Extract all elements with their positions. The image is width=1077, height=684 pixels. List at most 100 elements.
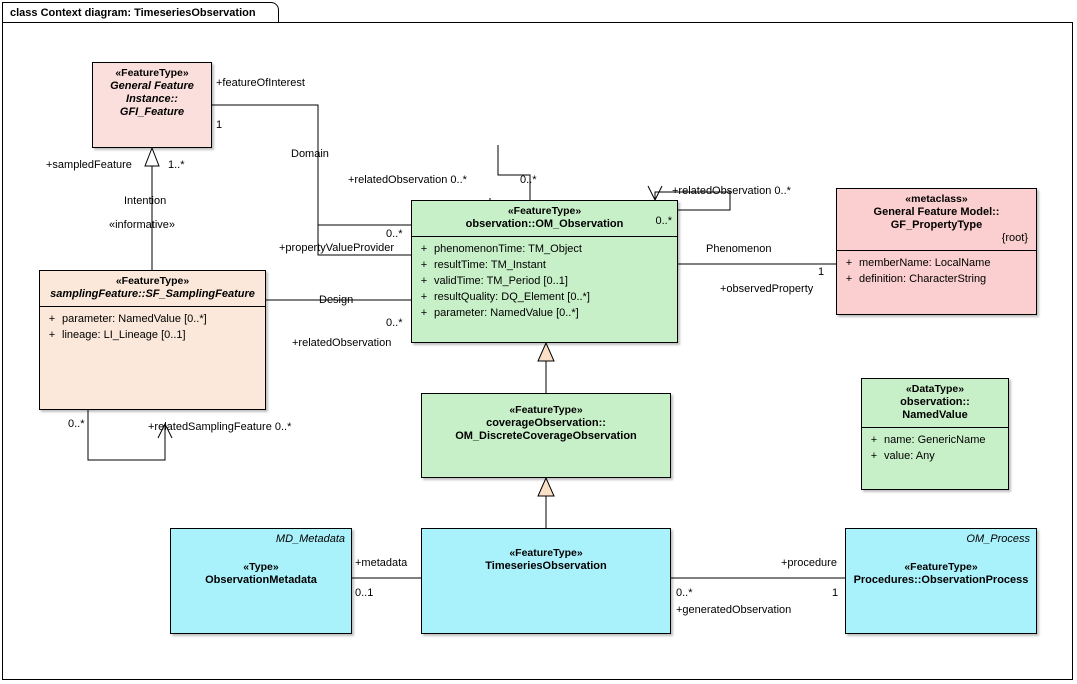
attribute-text: phenomenonTime: TM_Object bbox=[434, 243, 582, 255]
class-observationprocess-header: «FeatureType» Procedures::ObservationPro… bbox=[846, 545, 1036, 592]
attribute-visibility: + bbox=[870, 434, 878, 446]
attribute-row: + memberName: LocalName bbox=[839, 255, 1034, 271]
class-namedvalue[interactable]: «DataType» observation:: NamedValue + na… bbox=[861, 378, 1009, 490]
label-related-sampling-feature: +relatedSamplingFeature 0..* bbox=[148, 421, 292, 433]
class-namedvalue-stereotype: «DataType» bbox=[905, 383, 965, 395]
attribute-text: definition: CharacterString bbox=[859, 273, 987, 285]
class-namedvalue-attributes: + name: GenericName + value: Any bbox=[862, 428, 1008, 468]
class-gfi-feature-name-line1: General Feature bbox=[110, 80, 194, 92]
attribute-row: + resultTime: TM_Instant bbox=[414, 257, 675, 273]
attribute-visibility: + bbox=[845, 257, 853, 269]
class-observationmetadata[interactable]: MD_Metadata «Type» ObservationMetadata bbox=[170, 528, 352, 634]
label-metadata: +metadata bbox=[355, 557, 408, 569]
attribute-text: parameter: NamedValue [0..*] bbox=[434, 307, 579, 319]
class-gf-propertytype-name-line2: GF_PropertyType bbox=[890, 219, 983, 231]
label-related-observation-right: +relatedObservation 0..* bbox=[672, 185, 791, 197]
attribute-text: resultTime: TM_Instant bbox=[434, 259, 546, 271]
label-phenomenon-multiplicity: 1 bbox=[818, 266, 825, 278]
class-om-discretecoverageobservation-name-line1: coverageObservation:: bbox=[486, 417, 606, 429]
label-related-observation-top: +relatedObservation 0..* bbox=[348, 174, 467, 186]
diagram-frame-tab: class Context diagram: TimeseriesObserva… bbox=[2, 2, 279, 23]
label-featureofinterest-multiplicity: 1 bbox=[216, 119, 223, 131]
attribute-row: + definition: CharacterString bbox=[839, 271, 1034, 287]
attribute-row: + resultQuality: DQ_Element [0..*] bbox=[414, 289, 675, 305]
attribute-row: + validTime: TM_Period [0..1] bbox=[414, 273, 675, 289]
class-timeseriesobservation-header: «FeatureType» TimeseriesObservation bbox=[422, 529, 670, 578]
label-sampledfeature-multiplicity: 1..* bbox=[168, 159, 185, 171]
class-sf-samplingfeature-divider bbox=[40, 306, 265, 307]
class-gf-propertytype-divider bbox=[837, 250, 1036, 251]
label-sampled-feature: +sampledFeature bbox=[46, 159, 132, 171]
class-observationprocess-corner-label: OM_Process bbox=[966, 533, 1030, 545]
class-observationprocess-name: Procedures::ObservationProcess bbox=[853, 574, 1029, 586]
class-gf-propertytype-attributes: + memberName: LocalName + definition: Ch… bbox=[837, 251, 1036, 291]
class-gf-propertytype-root-tag: {root} bbox=[1001, 232, 1028, 244]
class-namedvalue-name-line1: observation:: bbox=[900, 396, 970, 408]
label-property-value-provider: +propertyValueProvider bbox=[279, 242, 395, 254]
attribute-text: parameter: NamedValue [0..*] bbox=[62, 313, 207, 325]
attribute-visibility: + bbox=[870, 450, 878, 462]
class-observationmetadata-stereotype: «Type» bbox=[243, 561, 279, 573]
class-gf-propertytype-header: «metaclass» General Feature Model:: GF_P… bbox=[837, 189, 1036, 250]
class-om-observation[interactable]: «FeatureType» observation::OM_Observatio… bbox=[411, 200, 678, 343]
attribute-text: name: GenericName bbox=[884, 434, 986, 446]
label-related-observation-top-multiplicity: 0..* bbox=[520, 174, 537, 186]
attribute-text: lineage: LI_Lineage [0..1] bbox=[62, 329, 186, 341]
class-gf-propertytype-name-line1: General Feature Model:: bbox=[873, 206, 1000, 218]
label-metadata-multiplicity: 0..1 bbox=[355, 587, 374, 599]
attribute-visibility: + bbox=[420, 259, 428, 271]
class-timeseriesobservation-name: TimeseriesObservation bbox=[485, 560, 607, 572]
label-design-multiplicity: 0..* bbox=[386, 317, 403, 329]
class-sf-samplingfeature-name: samplingFeature::SF_SamplingFeature bbox=[50, 288, 255, 300]
attribute-row: + lineage: LI_Lineage [0..1] bbox=[42, 327, 263, 343]
class-gf-propertytype-stereotype: «metaclass» bbox=[905, 193, 968, 205]
attribute-row: + parameter: NamedValue [0..*] bbox=[42, 311, 263, 327]
attribute-visibility: + bbox=[420, 275, 428, 287]
label-observed-property: +observedProperty bbox=[720, 283, 814, 295]
label-intention: Intention bbox=[124, 195, 167, 207]
label-phenomenon: Phenomenon bbox=[706, 243, 772, 255]
class-om-observation-divider bbox=[412, 236, 677, 237]
attribute-visibility: + bbox=[845, 273, 853, 285]
class-observationprocess-stereotype: «FeatureType» bbox=[904, 561, 978, 573]
label-domain: Domain bbox=[291, 148, 329, 160]
class-om-observation-corner-multiplicity: 0..* bbox=[655, 215, 672, 227]
class-namedvalue-name-line2: NamedValue bbox=[902, 409, 968, 421]
attribute-visibility: + bbox=[420, 291, 428, 303]
label-procedure-multiplicity: 1 bbox=[832, 587, 839, 599]
class-om-discretecoverageobservation-header: «FeatureType» coverageObservation:: OM_D… bbox=[422, 394, 670, 448]
attribute-visibility: + bbox=[48, 313, 56, 325]
label-relatedsamplingfeature-multiplicity: 0..* bbox=[68, 418, 85, 430]
class-observationprocess[interactable]: OM_Process «FeatureType» Procedures::Obs… bbox=[845, 528, 1037, 634]
class-observationmetadata-header: «Type» ObservationMetadata bbox=[171, 545, 351, 592]
label-related-observation-left: +relatedObservation bbox=[292, 337, 392, 349]
class-gfi-feature-name-line2: Instance:: bbox=[126, 93, 178, 105]
attribute-text: value: Any bbox=[884, 450, 935, 462]
attribute-text: resultQuality: DQ_Element [0..*] bbox=[434, 291, 590, 303]
class-om-discretecoverageobservation[interactable]: «FeatureType» coverageObservation:: OM_D… bbox=[421, 393, 671, 478]
class-gfi-feature-stereotype: «FeatureType» bbox=[115, 67, 189, 79]
label-propertyvalueprovider-multiplicity: 0..* bbox=[386, 228, 403, 240]
class-namedvalue-divider bbox=[862, 427, 1008, 428]
attribute-row: + value: Any bbox=[864, 448, 1006, 464]
attribute-row: + parameter: NamedValue [0..*] bbox=[414, 305, 675, 321]
class-om-discretecoverageobservation-name-line2: OM_DiscreteCoverageObservation bbox=[455, 430, 637, 442]
class-gfi-feature-header: «FeatureType» General Feature Instance::… bbox=[93, 63, 211, 124]
attribute-row: + phenomenonTime: TM_Object bbox=[414, 241, 675, 257]
label-generatedobservation-multiplicity: 0..* bbox=[676, 587, 693, 599]
attribute-text: memberName: LocalName bbox=[859, 257, 991, 269]
class-om-discretecoverageobservation-stereotype: «FeatureType» bbox=[509, 404, 583, 416]
class-sf-samplingfeature[interactable]: «FeatureType» samplingFeature::SF_Sampli… bbox=[39, 270, 266, 410]
class-om-observation-header: «FeatureType» observation::OM_Observatio… bbox=[412, 201, 677, 236]
label-design: Design bbox=[319, 294, 354, 306]
class-sf-samplingfeature-header: «FeatureType» samplingFeature::SF_Sampli… bbox=[40, 271, 265, 306]
class-gf-propertytype[interactable]: «metaclass» General Feature Model:: GF_P… bbox=[836, 188, 1037, 315]
class-gfi-feature[interactable]: «FeatureType» General Feature Instance::… bbox=[92, 62, 212, 148]
class-gfi-feature-name-line3: GFI_Feature bbox=[119, 106, 185, 118]
diagram-frame-border bbox=[2, 22, 1073, 680]
label-feature-of-interest: +featureOfInterest bbox=[216, 77, 305, 89]
class-om-observation-name: observation::OM_Observation bbox=[465, 218, 624, 230]
class-timeseriesobservation[interactable]: «FeatureType» TimeseriesObservation bbox=[421, 528, 671, 634]
class-sf-samplingfeature-attributes: + parameter: NamedValue [0..*] + lineage… bbox=[40, 307, 265, 347]
